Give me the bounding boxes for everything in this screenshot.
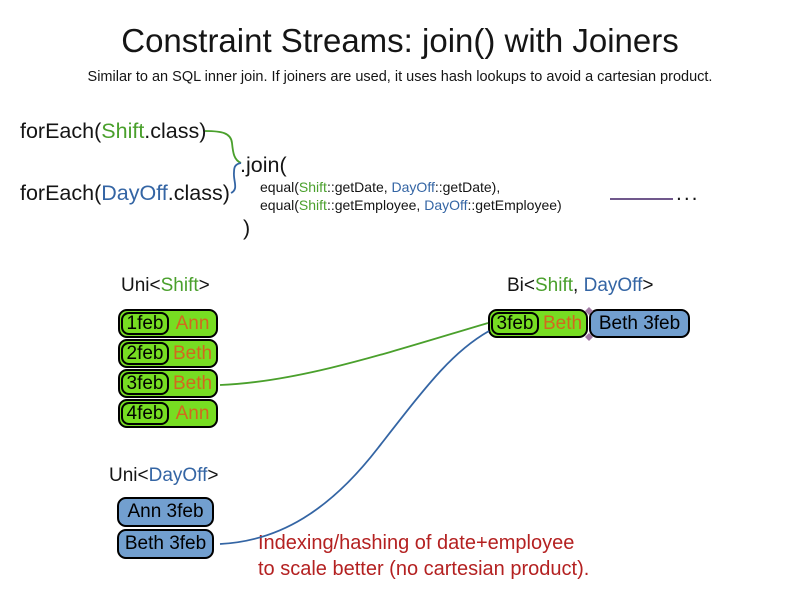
code-text: equal( — [260, 179, 299, 195]
label-text: Uni< — [109, 465, 149, 486]
shift-date-chip: 1feb — [121, 312, 169, 335]
dayoff-type-token: DayOff — [391, 179, 435, 195]
dayoff-type-token: DayOff — [101, 181, 168, 205]
code-joiner-equal-employee: equal(Shift::getEmployee, DayOff::getEmp… — [260, 197, 562, 213]
shift-type-token: Shift — [160, 275, 199, 296]
shift-type-token: Shift — [535, 275, 574, 296]
code-text: ::getDate, — [326, 179, 392, 195]
code-text: ::getDate), — [434, 179, 501, 195]
more-joiners-ellipsis: ... — [676, 182, 700, 205]
dayoff-card: Beth 3feb — [117, 529, 214, 559]
slide-subtitle: Similar to an SQL inner join. If joiners… — [87, 69, 713, 85]
label-text: Uni< — [121, 275, 161, 296]
shift-card: 3feb Beth — [118, 369, 218, 398]
label-text: Bi< — [507, 275, 535, 296]
brace-connector-shift — [204, 130, 242, 164]
shift-employee: Ann — [175, 402, 210, 424]
bi-shift-part: 3feb Beth — [488, 309, 588, 338]
shift-employee: Beth — [172, 372, 213, 394]
bi-shift-dayoff-label: Bi<Shift, DayOff> — [507, 275, 653, 297]
hashing-note-line1: Indexing/hashing of date+employee — [258, 532, 575, 554]
shift-type-token: Shift — [101, 119, 145, 143]
code-join-close: ) — [243, 216, 251, 240]
shift-date-chip: 2feb — [121, 342, 169, 365]
dayoff-type-token: DayOff — [148, 465, 208, 486]
code-text: .class) — [144, 119, 207, 143]
code-text: .class) — [167, 181, 230, 205]
dayoff-card: Ann 3feb — [117, 497, 214, 527]
shift-card: 2feb Beth — [118, 339, 218, 368]
shift-date-chip: 4feb — [121, 402, 169, 425]
code-text: ::getEmployee) — [467, 197, 562, 213]
label-text: > — [207, 465, 219, 486]
shift-card: 4feb Ann — [118, 399, 218, 428]
shift-employee: Beth — [172, 342, 213, 364]
shift-date-chip: 3feb — [121, 372, 169, 395]
shift-employee: Ann — [175, 312, 210, 334]
uni-shift-card-table: 1feb Ann 2feb Beth 3feb Beth 4feb Ann — [118, 309, 218, 429]
code-text: ::getEmployee, — [326, 197, 425, 213]
shift-employee: Beth — [542, 312, 583, 334]
uni-dayoff-label: Uni<DayOff> — [109, 465, 219, 487]
dayoff-join-line — [219, 330, 490, 545]
code-text: forEach( — [20, 119, 102, 143]
shift-type-token: Shift — [298, 179, 327, 195]
code-joiner-equal-date: equal(Shift::getDate, DayOff::getDate), — [260, 179, 500, 195]
hashing-note-line2: to scale better (no cartesian product). — [258, 558, 590, 580]
shift-card: 1feb Ann — [118, 309, 218, 338]
bi-joined-card: 3feb Beth Beth 3feb — [488, 309, 690, 339]
code-foreach-dayoff: forEach(DayOff.class) — [20, 181, 230, 206]
dayoff-type-token: DayOff — [424, 197, 468, 213]
code-text: forEach( — [20, 181, 102, 205]
code-join-open: .join( — [240, 153, 287, 177]
shift-type-token: Shift — [298, 197, 327, 213]
dayoff-type-token: DayOff — [583, 275, 643, 296]
shift-date-chip: 3feb — [491, 312, 539, 335]
code-foreach-shift: forEach(Shift.class) — [20, 119, 206, 144]
label-text: > — [198, 275, 210, 296]
label-text: , — [573, 275, 584, 296]
shift-join-line — [219, 322, 489, 386]
code-text: equal( — [260, 197, 299, 213]
uni-shift-label: Uni<Shift> — [121, 275, 210, 297]
slide-title: Constraint Streams: join() with Joiners — [121, 22, 679, 59]
label-text: > — [642, 275, 654, 296]
bi-dayoff-part: Beth 3feb — [589, 309, 690, 338]
hashing-note: Indexing/hashing of date+employee to sca… — [258, 530, 589, 582]
